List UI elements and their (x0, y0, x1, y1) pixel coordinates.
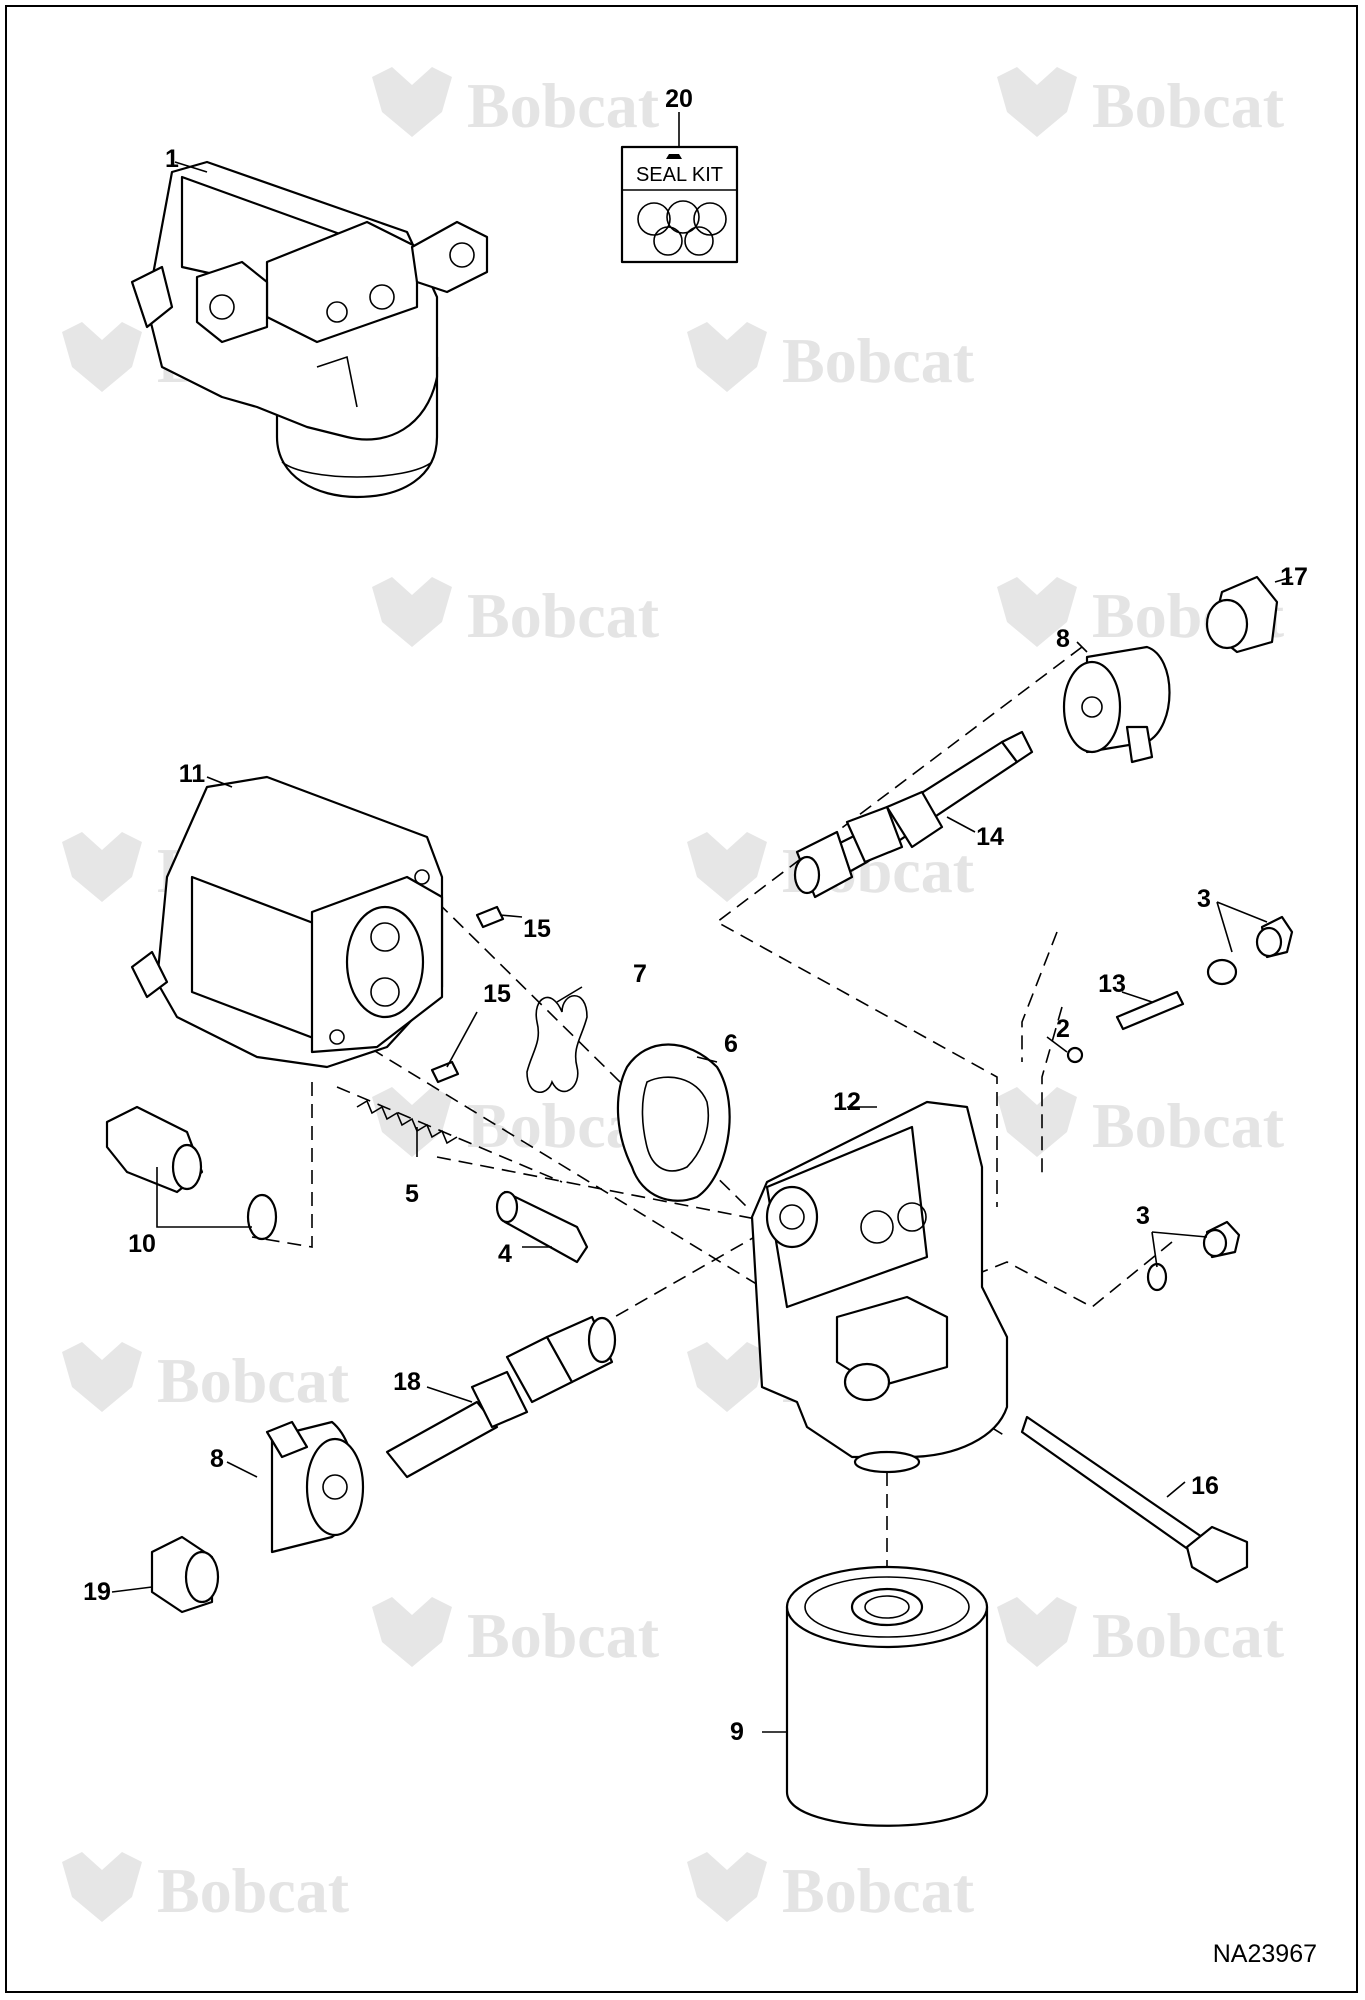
callout-2: 2 (1056, 1015, 1070, 1043)
watermark-text: Bobcat (782, 1855, 975, 1926)
bobcat-logo-icon (62, 832, 142, 902)
part-11-valve-body (130, 775, 444, 1069)
part-10-fitting (105, 1105, 278, 1241)
watermark: Bobcat (997, 1087, 1285, 1161)
callout-5: 5 (405, 1180, 419, 1208)
bobcat-logo-icon (997, 577, 1077, 647)
drawing-number: NA23967 (1213, 1940, 1317, 1968)
callout-3-upper: 3 (1197, 885, 1211, 913)
callout-3-lower: 3 (1136, 1202, 1150, 1230)
exploded-view-diagram: Bobcat Bobcat Bobcat Bobcat Bobcat Bobca… (62, 67, 1317, 1968)
bobcat-logo-icon (62, 1852, 142, 1922)
callout-6: 6 (724, 1030, 738, 1058)
callout-17: 17 (1280, 563, 1308, 591)
callout-20: 20 (665, 85, 693, 113)
bobcat-logo-icon (997, 67, 1077, 137)
watermark-text: Bobcat (467, 70, 660, 141)
callout-10: 10 (128, 1230, 156, 1258)
part-3-plug-upper (1206, 915, 1294, 986)
part-5-spring (356, 1099, 458, 1145)
bobcat-logo-icon (997, 1087, 1077, 1157)
watermark-text: Bobcat (467, 580, 660, 651)
watermark: Bobcat (62, 1852, 350, 1926)
bobcat-logo-icon (62, 322, 142, 392)
watermark-text: Bobcat (1092, 1090, 1285, 1161)
part-9-filter-cartridge (785, 1565, 989, 1827)
seal-kit-label: SEAL KIT (636, 164, 723, 186)
callout-15-upper: 15 (523, 915, 551, 943)
part-18-cartridge-valve (385, 1315, 617, 1479)
bobcat-logo-icon (687, 322, 767, 392)
part-1-valve-assembly (130, 160, 489, 499)
callout-11: 11 (179, 760, 206, 788)
leader-lines (111, 112, 1293, 1733)
part-14-cartridge-valve (793, 730, 1034, 899)
watermark: Bobcat (372, 577, 660, 651)
bobcat-logo-icon (687, 1342, 767, 1412)
callout-9: 9 (730, 1718, 744, 1746)
part-8-solenoid-coil (1062, 645, 1171, 764)
bobcat-logo-icon (372, 67, 452, 137)
watermark: Bobcat (687, 1852, 975, 1926)
part-15-dowel-pin-lower (430, 1060, 460, 1084)
part-15-dowel-pin-upper (475, 905, 505, 929)
callout-8-upper: 8 (1056, 625, 1070, 653)
part-6-seal-plate (616, 1043, 731, 1202)
part-17-coil-nut (1205, 575, 1279, 654)
watermark-text: Bobcat (1092, 70, 1285, 141)
bobcat-logo-icon (62, 1342, 142, 1412)
watermark: Bobcat (687, 322, 975, 396)
bobcat-logo-icon (997, 1597, 1077, 1667)
part-20-seal-kit: SEAL KIT (620, 145, 739, 264)
watermark: Bobcat (997, 67, 1285, 141)
watermark: Bobcat (372, 1087, 660, 1161)
callout-4: 4 (498, 1240, 512, 1268)
bobcat-logo-icon (687, 1852, 767, 1922)
bobcat-logo-icon (372, 577, 452, 647)
bobcat-logo-icon (372, 1597, 452, 1667)
part-3-plug-lower (1146, 1220, 1241, 1292)
part-4-spool (495, 1190, 589, 1264)
callout-1: 1 (165, 145, 179, 173)
parts-diagram-page: Bobcat Bobcat Bobcat Bobcat Bobcat Bobca… (5, 5, 1358, 1993)
part-16-bolt (1020, 1415, 1249, 1584)
callout-12: 12 (833, 1088, 861, 1116)
bobcat-logo-icon (372, 1087, 452, 1157)
part-7-gasket (526, 995, 588, 1093)
part-2-ball (1066, 1046, 1084, 1064)
watermark: Bobcat (372, 67, 660, 141)
watermark: Bobcat (997, 1597, 1285, 1671)
watermark-text: Bobcat (782, 325, 975, 396)
callout-8-lower: 8 (210, 1445, 224, 1473)
part-12-valve-housing (750, 1100, 1009, 1474)
watermark-text: Bobcat (157, 1855, 350, 1926)
callout-16: 16 (1191, 1472, 1219, 1500)
callout-13: 13 (1098, 970, 1126, 998)
callout-19: 19 (83, 1578, 111, 1606)
callout-18: 18 (393, 1368, 421, 1396)
callout-14: 14 (976, 823, 1004, 851)
watermark-text: Bobcat (467, 1600, 660, 1671)
callout-7: 7 (633, 960, 647, 988)
part-8-solenoid-coil-lower (265, 1420, 365, 1554)
callout-numbers: 1 2 3 3 4 5 6 7 8 8 9 10 11 12 13 14 15 … (83, 85, 1308, 1746)
part-13-pin (1115, 990, 1185, 1031)
part-19-coil-nut (150, 1535, 220, 1614)
callout-15-lower: 15 (483, 980, 511, 1008)
watermark: Bobcat (372, 1597, 660, 1671)
watermark: Bobcat (62, 1342, 350, 1416)
watermark-text: Bobcat (157, 1345, 350, 1416)
watermark-text: Bobcat (1092, 1600, 1285, 1671)
bobcat-logo-icon (687, 832, 767, 902)
